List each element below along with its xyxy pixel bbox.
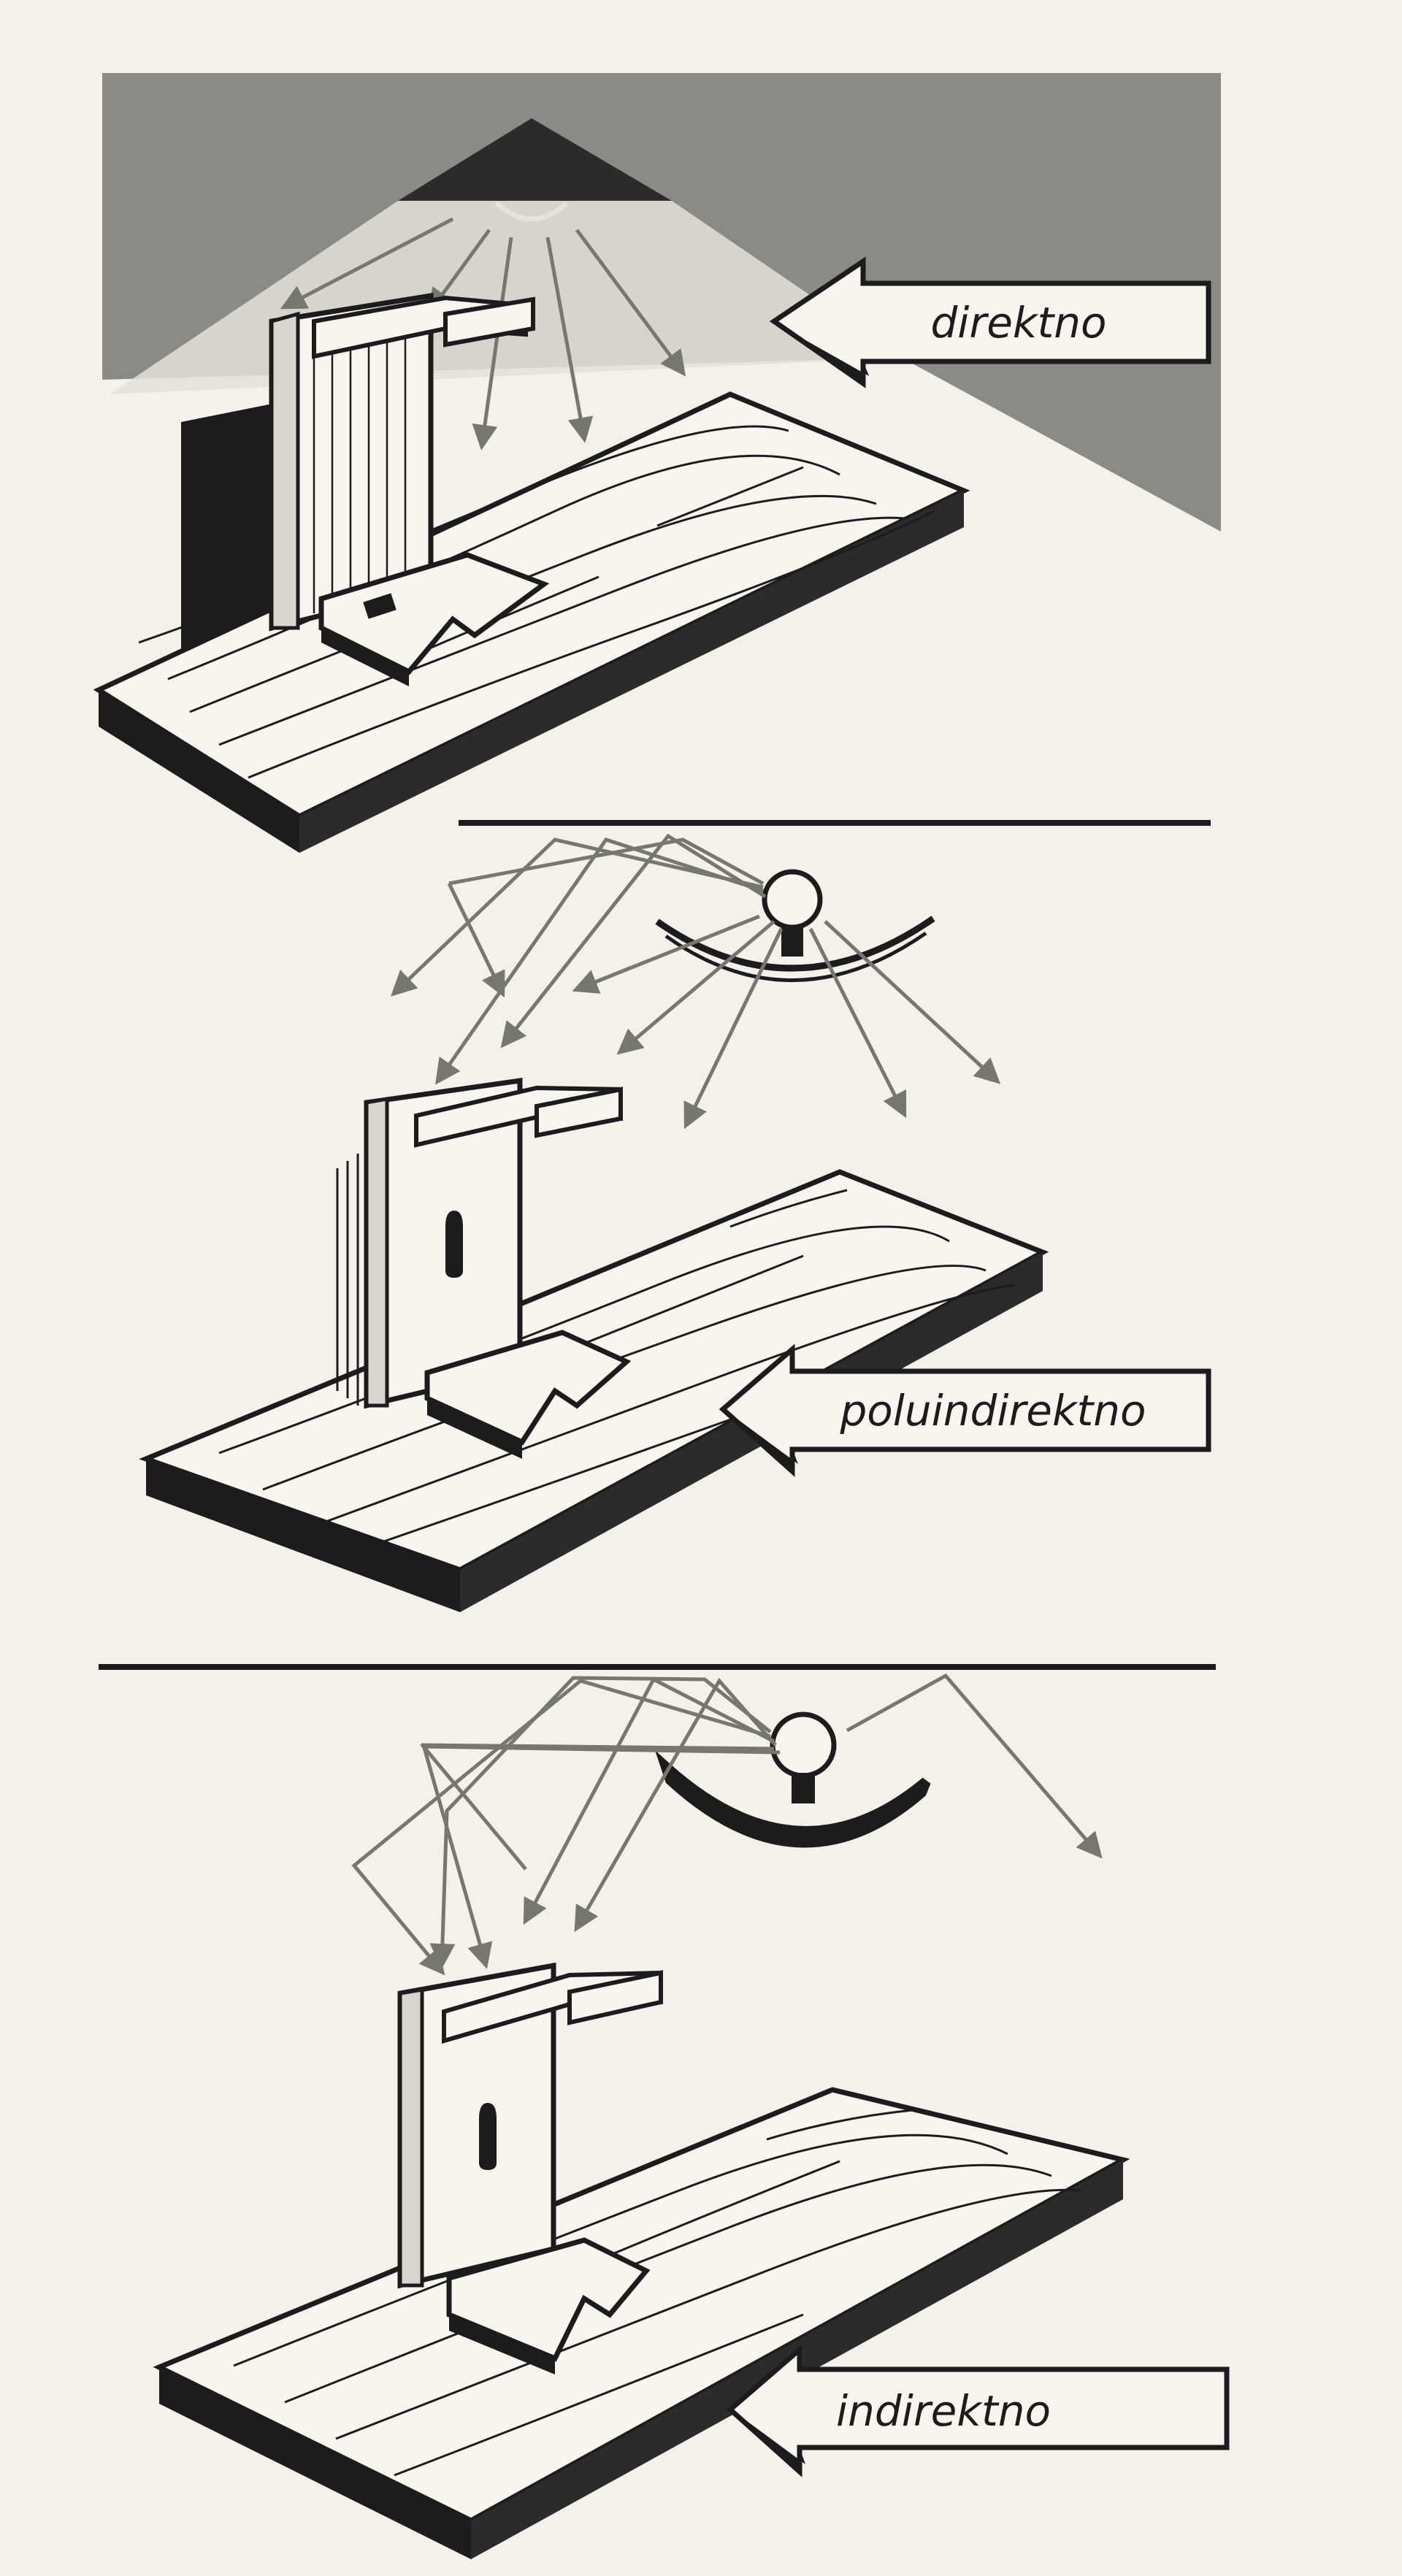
panel-direct: direktno xyxy=(93,73,1221,853)
book-stand xyxy=(336,1077,632,1459)
book-stand xyxy=(397,1962,663,2374)
label-direct: direktno xyxy=(769,256,1211,388)
keyhole-slot xyxy=(445,1211,463,1278)
label-semi-indirect: poluindirektno xyxy=(719,1343,1211,1477)
stand-shadow xyxy=(181,403,276,657)
panel-semi-indirect: poluindirektno xyxy=(139,833,1211,1612)
keyhole-slot xyxy=(479,2103,497,2170)
wooden-board xyxy=(153,2087,1130,2559)
light-bulb-icon xyxy=(770,1711,837,1803)
book-stand xyxy=(269,292,550,686)
semi-indirect-lamp xyxy=(655,869,935,982)
label-indirect: indirektno xyxy=(726,2344,1230,2477)
indirect-light-rays xyxy=(351,1673,1103,1976)
label-semi-indirect-text: poluindirektno xyxy=(839,1386,1146,1435)
indirect-lamp xyxy=(654,1711,931,1848)
panel-indirect: indirektno xyxy=(153,1673,1230,2559)
wooden-board xyxy=(93,391,970,853)
label-indirect-text: indirektno xyxy=(836,2386,1051,2436)
light-bulb-icon xyxy=(762,869,823,957)
semi-indirect-light-rays xyxy=(390,833,1001,1130)
ceiling-lamp-shade xyxy=(398,118,672,201)
label-direct-text: direktno xyxy=(930,298,1106,348)
